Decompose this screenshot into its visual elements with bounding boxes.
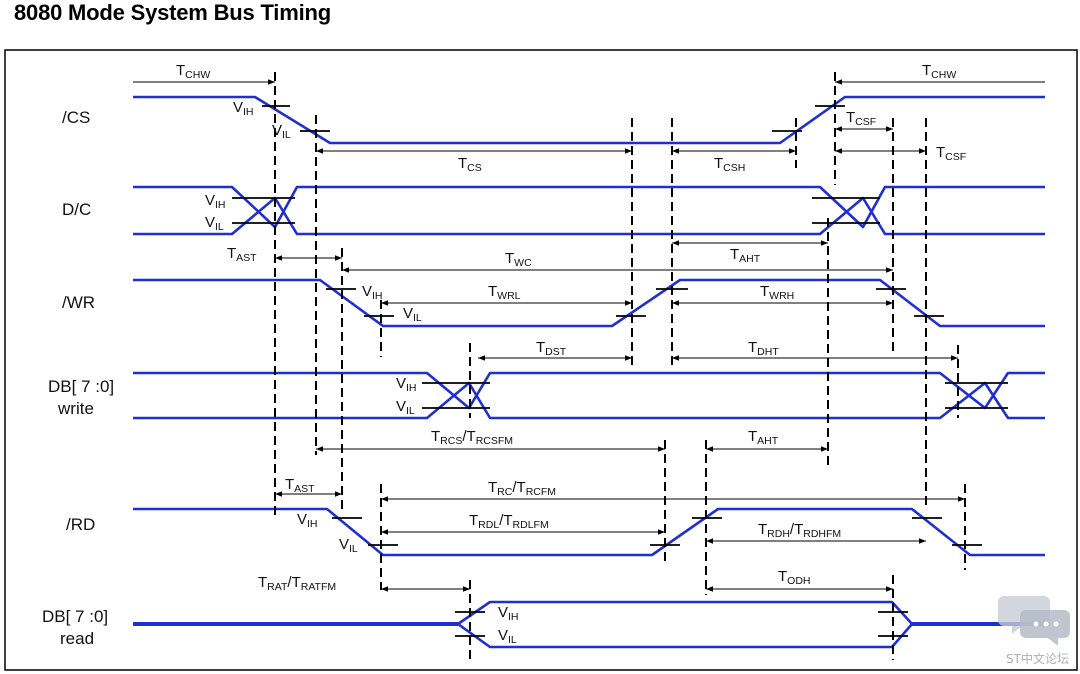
signal-label-wr: /WR xyxy=(62,293,95,312)
signal-label-dbw-1: DB[ 7 :0] xyxy=(48,377,114,396)
parameter-labels: TCHW TCHW TCS TCSH TCSF TCSF TAST TAHT T… xyxy=(176,62,966,593)
signal-label-dbr-2: read xyxy=(60,629,94,648)
level-vil: VIL xyxy=(272,122,291,141)
level-vih: VIH xyxy=(233,99,254,118)
wave-dbr-bottom xyxy=(457,622,913,649)
level-vih: VIH xyxy=(362,283,383,302)
measurement-arrows xyxy=(133,79,1045,592)
param-tchw-right: TCHW xyxy=(922,62,956,81)
param-tchw-left: TCHW xyxy=(176,62,210,81)
watermark-text: ST中文论坛 xyxy=(1006,652,1069,666)
wave-dbw-low xyxy=(133,381,1045,420)
signal-label-rd: /RD xyxy=(66,515,95,534)
param-trcs: TRCS/TRCSFM xyxy=(431,428,513,447)
level-vih: VIH xyxy=(498,604,519,623)
wave-cs xyxy=(133,95,1045,145)
level-vih: VIH xyxy=(297,511,318,530)
level-labels: VIH VIL VIH VIL VIH VIL VIH VIL VIH VIL … xyxy=(205,99,519,646)
level-vil: VIL xyxy=(205,214,224,233)
param-taht-rd: TAHT xyxy=(748,428,779,447)
reference-lines xyxy=(274,72,966,662)
diagram-frame xyxy=(4,49,1078,671)
signal-labels: /CS D/C /WR DB[ 7 :0] write /RD DB[ 7 :0… xyxy=(42,108,114,648)
param-trdh: TRDH/TRDHFM xyxy=(758,521,841,540)
param-tcs: TCS xyxy=(458,155,482,174)
threshold-ticks xyxy=(232,105,1008,637)
param-twc: TWC xyxy=(505,250,532,269)
param-tdht: TDHT xyxy=(748,339,779,358)
signal-label-cs: /CS xyxy=(62,108,90,127)
param-tdst: TDST xyxy=(536,339,567,358)
signal-label-dbr-1: DB[ 7 :0] xyxy=(42,607,108,626)
wave-dc-high xyxy=(133,185,1045,229)
wave-rd xyxy=(133,507,1045,557)
level-vih: VIH xyxy=(205,192,226,211)
signal-label-dc: D/C xyxy=(62,200,91,219)
param-trc: TRC/TRCFM xyxy=(488,479,556,498)
wave-dbw-high xyxy=(133,371,1045,410)
param-twrl: TWRL xyxy=(488,283,521,302)
param-twrh: TWRH xyxy=(760,283,794,302)
param-trat: TRAT/TRATFM xyxy=(258,574,336,593)
level-vil: VIL xyxy=(339,536,358,555)
param-tast-rd: TAST xyxy=(285,476,315,495)
param-trdl: TRDL/TRDLFM xyxy=(469,512,549,531)
param-todh: TODH xyxy=(778,568,811,587)
level-vil: VIL xyxy=(403,305,422,324)
page-title: 8080 Mode System Bus Timing xyxy=(14,0,331,25)
wave-dc-low xyxy=(133,196,1045,236)
waveforms xyxy=(133,95,1045,649)
param-tcsh: TCSH xyxy=(714,155,745,174)
level-vil: VIL xyxy=(498,627,517,646)
wave-wr xyxy=(133,278,1045,328)
param-taht-wr: TAHT xyxy=(730,246,761,265)
level-vil: VIL xyxy=(396,398,415,417)
wave-dbr-top xyxy=(457,600,913,626)
signal-label-dbw-2: write xyxy=(57,399,94,418)
level-vih: VIH xyxy=(396,375,417,394)
param-tast-wr: TAST xyxy=(227,245,257,264)
param-tcsf-lower: TCSF xyxy=(936,144,966,163)
param-tcsf-upper: TCSF xyxy=(846,109,876,128)
watermark-chat-icon xyxy=(998,596,1070,646)
